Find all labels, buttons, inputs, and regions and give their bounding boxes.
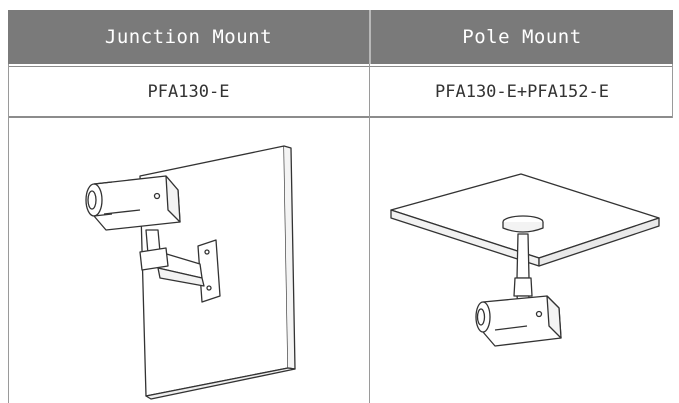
pole-mount-camera-illustration <box>371 118 673 403</box>
mount-table: Junction Mount Pole Mount PFA130-E PFA13… <box>8 10 673 403</box>
model-pole: PFA130-E+PFA152-E <box>435 82 609 102</box>
row-divider <box>8 66 673 67</box>
header-divider <box>369 10 371 64</box>
header-junction-mount: Junction Mount <box>8 10 369 64</box>
model-junction: PFA130-E <box>147 82 230 102</box>
row-divider <box>8 116 673 118</box>
column-divider <box>369 64 370 403</box>
table-border-right <box>672 64 673 118</box>
junction-mount-camera-illustration <box>8 118 369 403</box>
table-border-left <box>8 64 9 403</box>
header-pole-mount: Pole Mount <box>371 10 673 64</box>
